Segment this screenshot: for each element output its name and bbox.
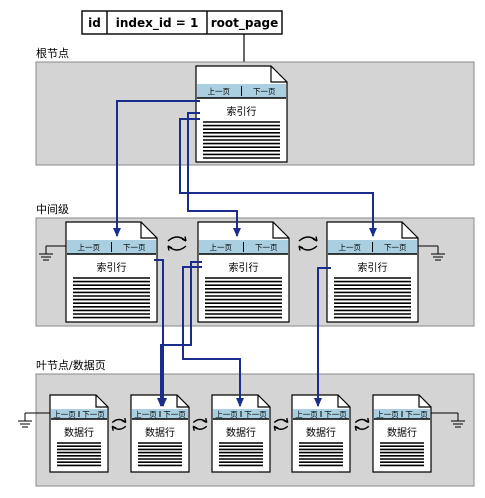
next-page-label: 下一页 — [405, 410, 428, 419]
page-fold — [270, 66, 287, 83]
next-page-label: 下一页 — [384, 243, 407, 252]
prev-page-label: 上一页 — [210, 243, 233, 252]
next-page-label: 下一页 — [253, 87, 276, 96]
page-fold — [176, 395, 189, 408]
page-fold — [418, 395, 431, 408]
child-pointer-arrows — [113, 100, 377, 407]
next-page-label: 下一页 — [244, 410, 267, 419]
leaf-page-4: 上一页下一页数据行 — [291, 394, 351, 473]
page-fold — [257, 395, 270, 408]
prev-page-label: 上一页 — [208, 87, 231, 96]
prev-page-label: 上一页 — [78, 243, 101, 252]
intermediate-level-label: 中间级 — [36, 203, 69, 216]
page-fold — [337, 395, 350, 408]
index-header-table: id index_id = 1 root_page — [81, 10, 283, 62]
data-row-label: 数据行 — [64, 426, 94, 439]
prev-page-label: 上一页 — [134, 410, 157, 419]
prev-page-label: 上一页 — [339, 243, 362, 252]
page-fold — [140, 222, 157, 239]
header-cell-root-page: root_page — [211, 16, 279, 31]
data-row-label: 数据行 — [387, 426, 417, 439]
data-row-label: 数据行 — [145, 426, 175, 439]
data-row-label: 数据行 — [226, 426, 256, 439]
header-cell-id: id — [88, 16, 101, 30]
data-row-label: 数据行 — [306, 426, 336, 439]
prev-page-label: 上一页 — [295, 410, 318, 419]
prev-page-label: 上一页 — [215, 410, 238, 419]
index-row-label: 索引行 — [229, 261, 259, 274]
page-fold — [95, 395, 108, 408]
index-row-label: 索引行 — [358, 261, 388, 274]
leaf-page-1: 上一页下一页数据行 — [49, 394, 109, 473]
index-row-label: 索引行 — [227, 105, 257, 118]
next-page-label: 下一页 — [123, 243, 146, 252]
next-page-label: 下一页 — [82, 410, 105, 419]
page-fold — [272, 222, 289, 239]
header-cell-index-id: index_id = 1 — [116, 16, 199, 31]
next-page-label: 下一页 — [163, 410, 186, 419]
next-page-label: 下一页 — [255, 243, 278, 252]
page-fold — [401, 222, 418, 239]
leaf-page-2: 上一页下一页数据行 — [130, 394, 190, 473]
root-level-label: 根节点 — [36, 46, 69, 60]
next-page-label: 下一页 — [324, 410, 347, 419]
prev-page-label: 上一页 — [376, 410, 399, 419]
ground-symbols — [18, 245, 465, 428]
sibling-link-arrows — [111, 236, 370, 431]
leaf-level-label: 叶节点/数据页 — [36, 358, 106, 372]
prev-page-label: 上一页 — [53, 410, 76, 419]
leaf-page-3: 上一页下一页数据行 — [211, 394, 271, 473]
leaf-page-5: 上一页下一页数据行 — [372, 394, 432, 473]
index-row-label: 索引行 — [97, 261, 127, 274]
